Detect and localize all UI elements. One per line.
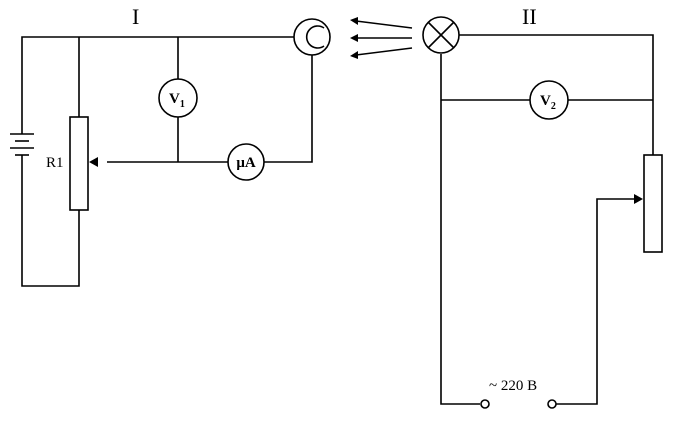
ray-1-arrow-icon	[350, 17, 358, 25]
wire-slider-right	[556, 198, 634, 405]
wire-lamp-right	[459, 34, 654, 155]
slider-arrow-right-icon	[634, 194, 643, 204]
rheostat-right	[643, 154, 663, 253]
rheostat-r1	[69, 116, 89, 211]
wire-top-left	[21, 36, 296, 134]
voltmeter-v2-letter: V	[540, 93, 551, 109]
svg-text:V2: V2	[540, 93, 556, 112]
photocell-icon	[293, 18, 331, 56]
wire-lamp-down	[440, 54, 480, 405]
microammeter: μA	[227, 143, 265, 181]
ray-3	[355, 47, 413, 56]
terminal-right	[547, 399, 557, 409]
voltmeter-v1-letter: V	[169, 91, 180, 107]
light-rays	[350, 17, 413, 59]
circuit-two-title: II	[522, 4, 537, 29]
svg-text:V1: V1	[169, 91, 185, 110]
terminal-left	[480, 399, 490, 409]
lamp-icon	[422, 16, 460, 54]
wire-slider-line	[107, 52, 313, 163]
voltmeter-v2-subscript: 2	[551, 101, 556, 112]
voltmeter-v1: V1	[158, 78, 198, 118]
circuit-two: II V2 ~ 220 В	[422, 4, 663, 409]
battery-icon	[10, 133, 34, 156]
wire-left-bottom	[21, 155, 80, 287]
voltmeter-v1-subscript: 1	[180, 99, 185, 110]
rheostat-r1-label: R1	[46, 155, 64, 171]
ray-1	[355, 20, 413, 29]
slider-arrow-icon	[89, 157, 98, 167]
ray-2-arrow-icon	[350, 34, 358, 42]
voltmeter-v2: V2	[529, 80, 569, 120]
source-label: ~ 220 В	[489, 378, 537, 394]
ray-3-arrow-icon	[350, 51, 358, 59]
microammeter-label: μA	[236, 155, 256, 171]
circuit-one-title: I	[132, 4, 139, 29]
circuit-one: I R1 V1 μA	[10, 4, 331, 287]
